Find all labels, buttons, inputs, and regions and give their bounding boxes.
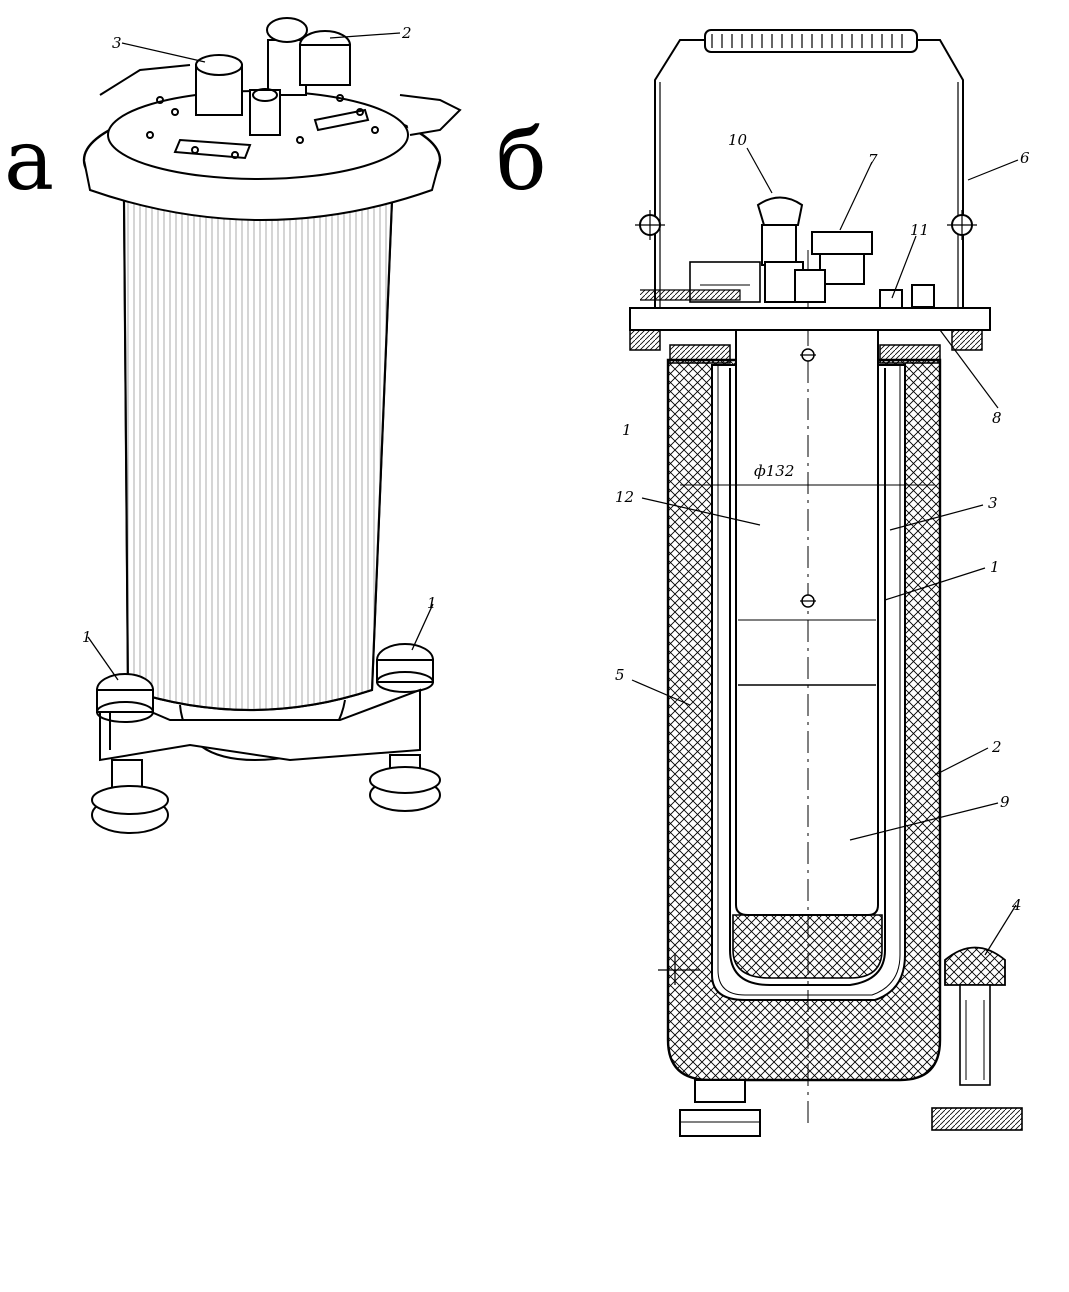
panel-b-callout-12: 12 (615, 488, 634, 506)
panel-b-lid-fittings (640, 196, 935, 309)
panel-a-lid-fittings (99, 17, 462, 160)
panel-b-valve-4 (931, 946, 1023, 1131)
panel-b-callout-1-left: 1 (622, 421, 632, 439)
panel-b-section-view (629, 29, 1023, 1137)
panel-b-callout-4: 4 (1011, 896, 1022, 914)
panel-b-callout-5: 5 (615, 666, 625, 684)
panel-a-callout-1-left: 1 (82, 628, 92, 646)
panel-b-callout-7: 7 (868, 151, 878, 169)
panel-a-foot-right (369, 643, 441, 812)
panel-b-callout-11: 11 (910, 221, 929, 239)
panel-b-callout-3: 3 (988, 494, 998, 512)
panel-a-callout-2: 2 (401, 24, 412, 42)
panel-a-foot-left (91, 673, 169, 834)
panel-b-handle (635, 29, 977, 330)
panel-b-callout-9: 9 (1000, 793, 1010, 811)
panel-b-dimension-label: ф132 (754, 462, 794, 480)
panel-b-callout-2: 2 (991, 738, 1002, 756)
panel-b-callout-8: 8 (992, 409, 1002, 427)
panel-b-callout-6: 6 (1020, 149, 1030, 167)
panel-a-exterior-view (82, 17, 462, 834)
panel-b-letter: б (496, 111, 547, 209)
panel-a-letter: а (4, 111, 55, 209)
panel-b-callout-10: 10 (728, 131, 748, 149)
panel-b-callout-1-right: 1 (990, 558, 1000, 576)
panel-a-callout-3: 3 (112, 34, 122, 52)
panel-a-callout-1-right: 1 (427, 594, 437, 612)
